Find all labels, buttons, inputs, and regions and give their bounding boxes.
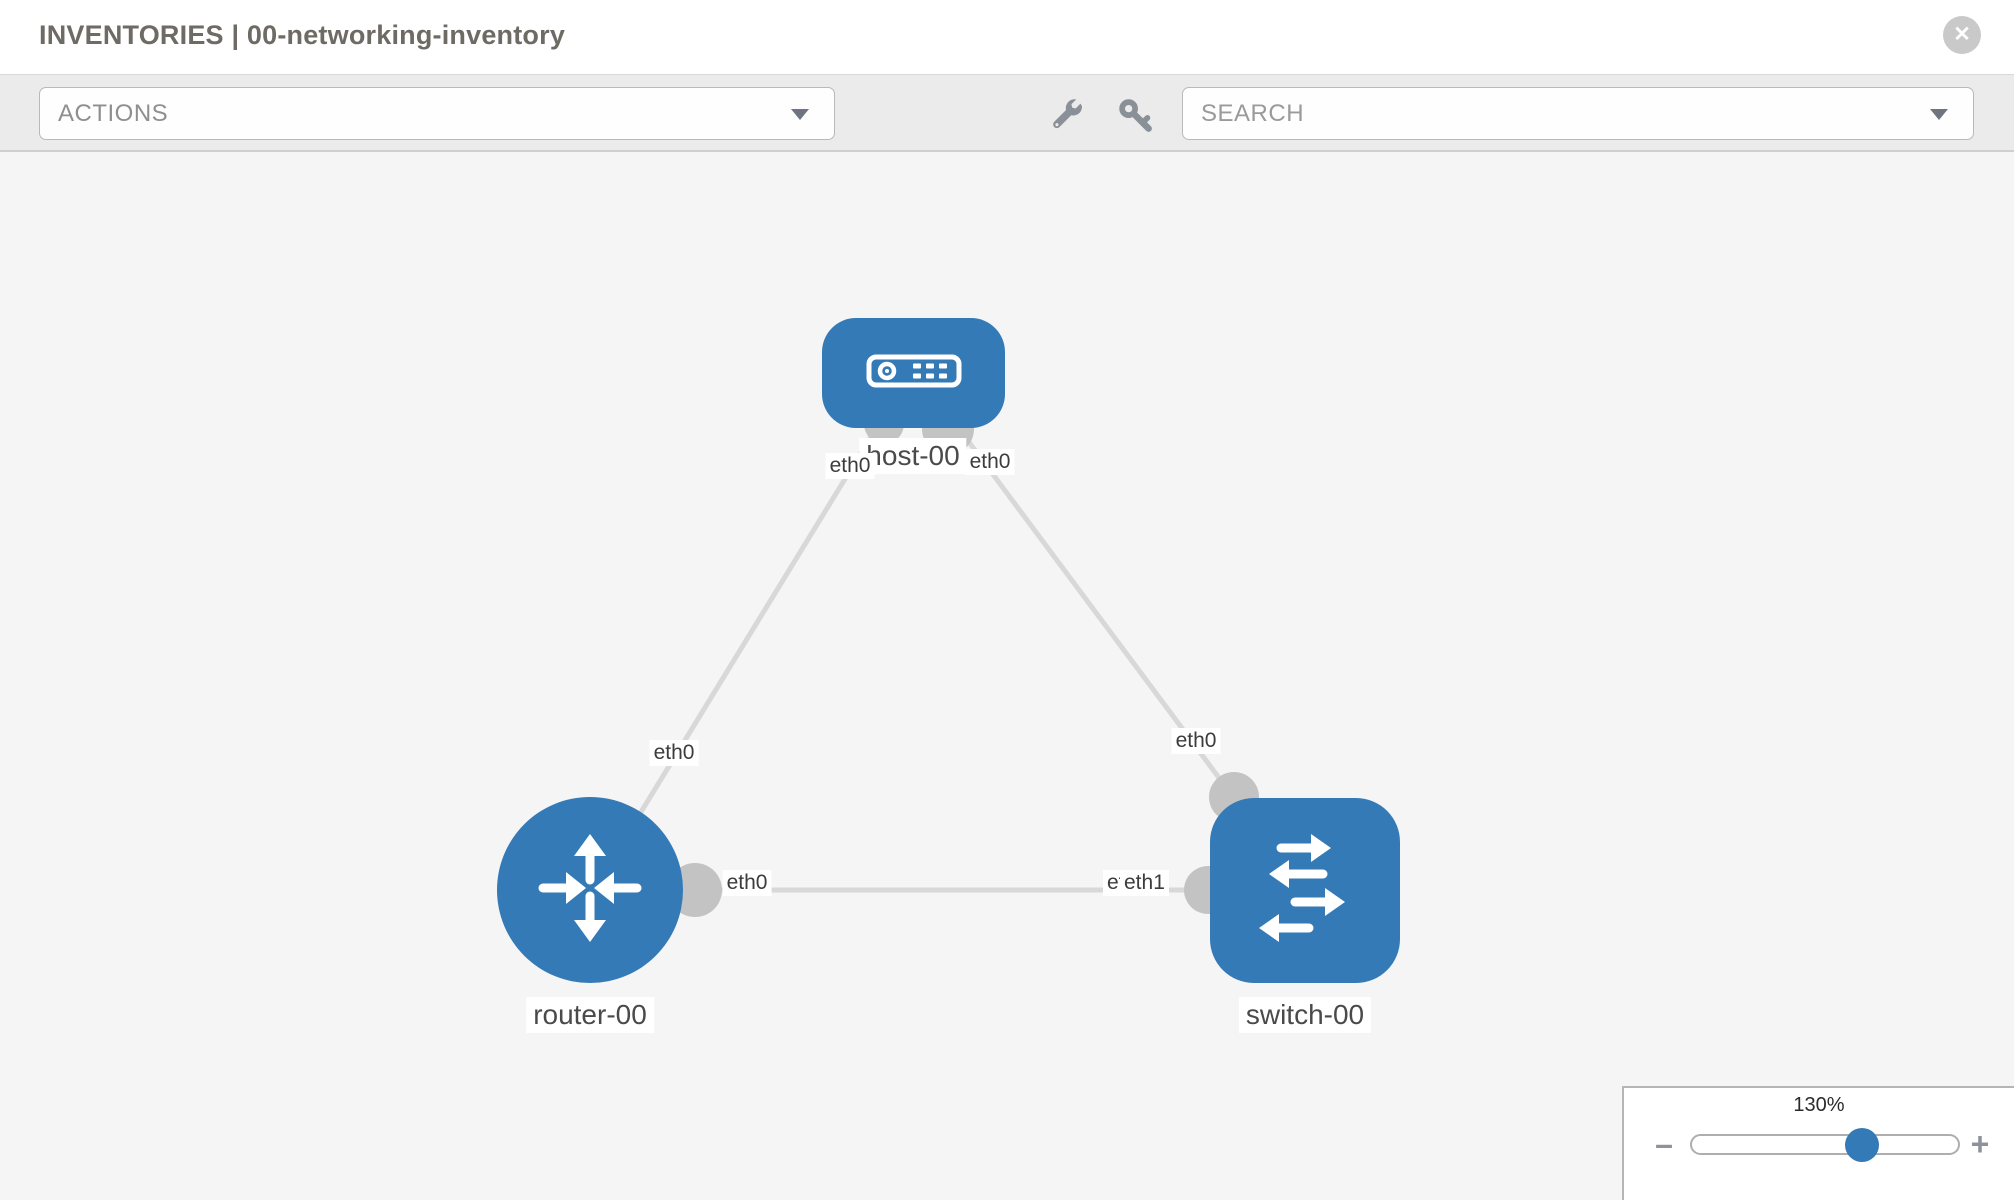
router-icon [534, 832, 646, 949]
minus-icon: – [1655, 1126, 1673, 1162]
key-icon [1114, 98, 1156, 132]
node-host-00[interactable] [822, 318, 1005, 428]
zoom-level-value: 130% [1793, 1094, 1845, 1116]
zoom-slider-handle[interactable] [1845, 1127, 1880, 1162]
search-dropdown [1182, 87, 1974, 140]
chevron-down-icon [1930, 108, 1948, 120]
switch-icon [1243, 826, 1367, 955]
node-router-00[interactable] [497, 797, 683, 983]
iface-label-switch-uplink: eth0 [1171, 728, 1221, 754]
iface-label-host-right: eth0 [965, 449, 1015, 475]
search-input[interactable] [1183, 88, 1973, 139]
topology-links-layer [589, 403, 1259, 917]
actions-dropdown-label: ACTIONS [58, 99, 169, 127]
iface-label-mid-eth1: eth1 [1120, 870, 1169, 896]
node-label-router: router-00 [526, 997, 654, 1033]
close-button[interactable]: ✕ [1943, 16, 1981, 54]
node-label-switch: switch-00 [1238, 997, 1372, 1033]
toolbar: ACTIONS [0, 74, 2014, 152]
configure-button[interactable] [1046, 94, 1088, 136]
chevron-down-icon [791, 108, 809, 120]
iface-label-router-right: eth0 [722, 870, 772, 896]
modal-header: INVENTORIES | 00-networking-inventory ✕ [0, 0, 2014, 74]
host-icon [866, 354, 962, 393]
credentials-button[interactable] [1114, 94, 1156, 136]
node-switch-00[interactable] [1210, 798, 1400, 983]
zoom-control-panel: 130% – + [1622, 1086, 2014, 1200]
page-title: INVENTORIES | 00-networking-inventory [39, 20, 566, 50]
iface-label-host-left: eth0 [825, 453, 875, 479]
zoom-slider-track[interactable] [1690, 1127, 1960, 1162]
plus-icon: + [1970, 1126, 1990, 1162]
topology-canvas[interactable]: host-00 router-00 switch-00 eth0 eth0 et… [0, 152, 2014, 1200]
node-label-host: host-00 [859, 438, 967, 474]
wrench-icon [1046, 98, 1088, 132]
iface-label-router-uplink: eth0 [649, 740, 699, 766]
close-icon: ✕ [1953, 23, 1971, 46]
zoom-out-button[interactable]: – [1644, 1124, 1684, 1164]
actions-dropdown[interactable]: ACTIONS [39, 87, 835, 140]
zoom-in-button[interactable]: + [1960, 1124, 2000, 1164]
